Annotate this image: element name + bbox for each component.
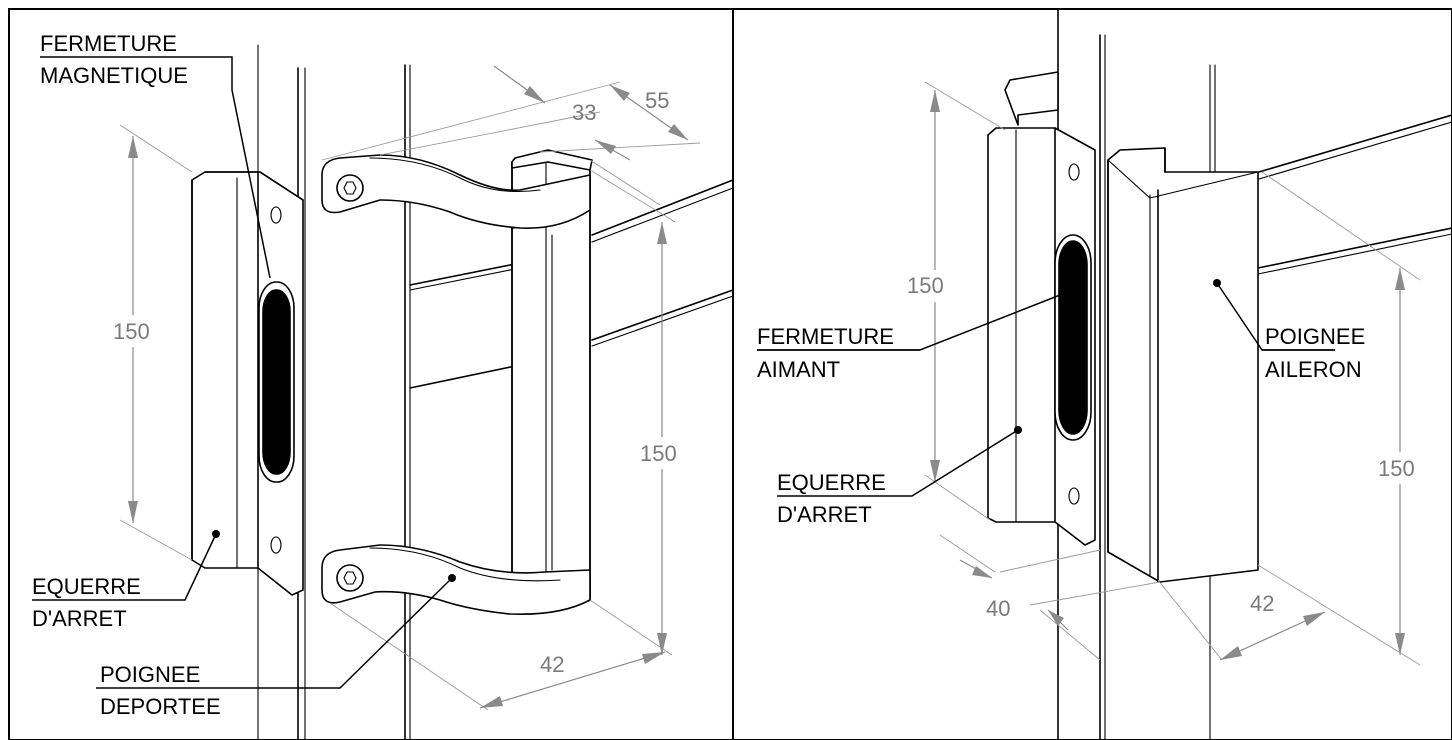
dim-value-handle-height-right: 150 <box>1378 456 1415 481</box>
magnet <box>262 289 291 475</box>
leader-equerre-left <box>32 533 217 601</box>
dim-value-handle-depth-right: 42 <box>1250 591 1274 616</box>
label-equerre-left-line1: EQUERRE <box>32 574 141 599</box>
magnet <box>1058 240 1088 435</box>
dim-handle-depth-left <box>329 602 666 711</box>
dim-value-equerre-height-left: 150 <box>113 319 150 344</box>
leader-fermeture-left <box>40 56 271 279</box>
label-poignee-right-line2: AILERON <box>1265 357 1362 382</box>
dim-value-equerre-depth-right: 40 <box>986 596 1010 621</box>
screw-hole <box>1068 487 1080 505</box>
dim-value-equerre-height-right: 150 <box>907 273 944 298</box>
label-equerre-left-line2: D'ARRET <box>32 606 127 631</box>
label-poignee-left-line2: DEPORTEE <box>100 694 221 719</box>
leader-dot <box>1014 426 1022 434</box>
dim-equerre-depth-right <box>939 534 1161 661</box>
rail-line <box>591 187 734 243</box>
fin-handle <box>1107 147 1259 583</box>
stop-angle-right <box>987 127 1096 546</box>
label-fermeture-left-line2: MAGNETIQUE <box>40 63 188 88</box>
label-equerre-right-line2: D'ARRET <box>777 502 872 527</box>
hex-screw <box>336 564 364 592</box>
leader-dot <box>448 574 456 582</box>
leader-dot <box>1213 279 1221 287</box>
screw-hole <box>270 206 282 224</box>
right-view <box>757 8 1452 740</box>
leader-dot <box>212 530 220 538</box>
dim-top-offsets-left <box>321 65 701 206</box>
dim-value-gap-33: 33 <box>572 100 596 125</box>
dim-value-handle-depth-left: 42 <box>540 652 564 677</box>
leader-equerre-right <box>777 429 1019 497</box>
left-view <box>32 44 734 740</box>
label-fermeture-right-line1: FERMETURE <box>757 324 894 349</box>
rail-line <box>591 179 734 236</box>
label-poignee-left-line1: POIGNEE <box>100 662 200 687</box>
screw-hole <box>1068 163 1080 181</box>
dim-equerre-height-right <box>905 81 1006 521</box>
offset-handle <box>321 149 593 616</box>
rail-line <box>1257 233 1452 275</box>
right-panel-frame <box>732 8 1452 740</box>
label-fermeture-right-line2: AIMANT <box>757 357 840 382</box>
top-channel <box>1004 71 1059 126</box>
label-fermeture-left-line1: FERMETURE <box>40 31 177 56</box>
dim-equerre-height-left <box>108 124 193 561</box>
label-equerre-right-line1: EQUERRE <box>777 470 886 495</box>
label-poignee-right-line1: POIGNEE <box>1265 324 1365 349</box>
dim-handle-height-left <box>589 169 687 656</box>
screw-hole <box>270 536 282 554</box>
rail-line <box>1257 227 1452 269</box>
rail-line <box>409 364 521 389</box>
leader-poignee-left <box>96 577 453 689</box>
hex-screw <box>336 174 364 202</box>
dim-value-handle-height-left: 150 <box>640 441 677 466</box>
stop-angle-left <box>191 171 304 596</box>
dim-handle-depth-right <box>1157 579 1326 661</box>
dim-value-gap-55: 55 <box>645 88 669 113</box>
dim-handle-height-right <box>1257 171 1425 666</box>
